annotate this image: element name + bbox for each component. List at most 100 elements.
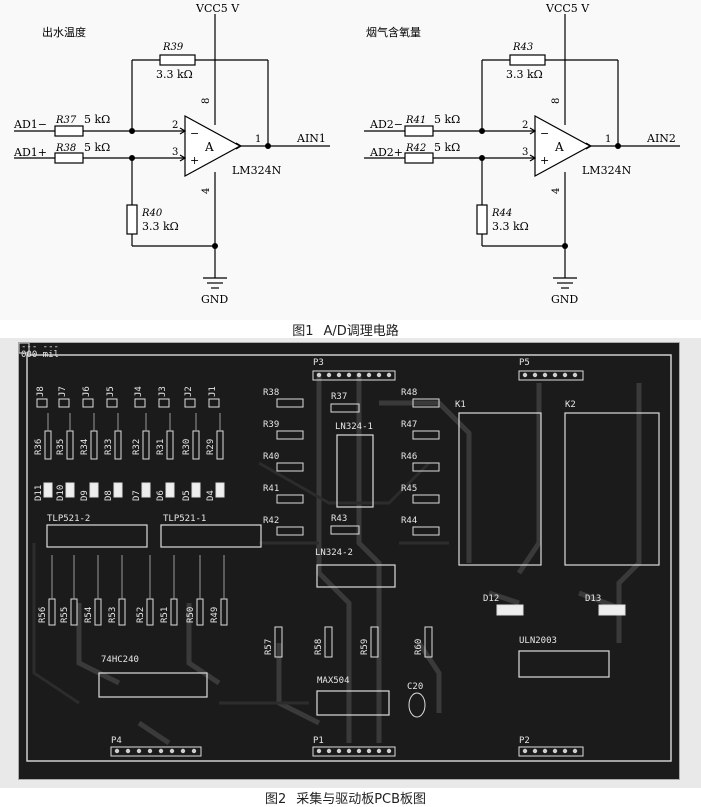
- diode-label: D7: [132, 490, 142, 501]
- right-rg-value: 3.3 kΩ: [492, 220, 529, 233]
- connector-p5-label: P5: [519, 358, 530, 368]
- figure1-schematic: 出水温度 VCC5 V R39 3.3 kΩ R37 5 kΩ R38 5 kΩ…: [0, 0, 701, 320]
- pad: [125, 748, 131, 754]
- resistor-r33: R33: [104, 413, 122, 460]
- resistor-label: R30: [182, 439, 192, 455]
- opto-1: TLP521-2: [46, 514, 148, 548]
- right-rin2-value: 5 kΩ: [434, 141, 460, 154]
- pad: [136, 748, 142, 754]
- resistor-label: R60: [414, 639, 424, 655]
- right-output-label: AIN2: [646, 132, 676, 145]
- resistor-r57: R57: [264, 626, 283, 658]
- resistor-r42: R42: [263, 516, 304, 536]
- pad: [532, 372, 538, 378]
- pad: [522, 748, 528, 754]
- resistor-label: R39: [263, 420, 279, 430]
- connector-p1: P1: [312, 736, 396, 757]
- pad: [562, 748, 568, 754]
- pad: [386, 372, 392, 378]
- resistor-r43-label: R43: [331, 514, 347, 524]
- opto-2: TLP521-1: [160, 514, 262, 548]
- ic-uln2003-label: ULN2003: [519, 636, 557, 646]
- jumper-label: J5: [106, 386, 116, 397]
- left-pin-plus: 3: [172, 147, 178, 158]
- resistor-label: R45: [401, 484, 417, 494]
- right-rf-value: 3.3 kΩ: [506, 68, 543, 81]
- pad: [532, 748, 538, 754]
- diode-d12: D12: [483, 594, 524, 616]
- resistor-label: R44: [401, 516, 417, 526]
- connector-p2: P2: [518, 736, 584, 757]
- pad: [346, 372, 352, 378]
- jumper-j1: J1: [208, 386, 220, 408]
- jumper-label: J6: [82, 386, 92, 397]
- pad: [366, 372, 372, 378]
- resistor-label: R31: [156, 439, 166, 455]
- right-pin-plus: 3: [522, 147, 528, 158]
- resistor-r46: R46: [401, 452, 440, 472]
- resistor-label: R49: [210, 607, 220, 623]
- right-opamp-part: LM324N: [582, 164, 632, 177]
- left-rin1-value: 5 kΩ: [84, 113, 110, 126]
- resistor-label: R29: [206, 439, 216, 455]
- pad: [191, 748, 197, 754]
- pad: [572, 748, 578, 754]
- left-rg-value: 3.3 kΩ: [142, 220, 179, 233]
- pad: [542, 372, 548, 378]
- connector-p4: P4: [110, 736, 202, 757]
- resistor-r49: R49: [210, 555, 228, 626]
- diode-d5: D5: [182, 482, 201, 501]
- resistor-r59: R59: [360, 626, 379, 658]
- left-rin1-label: R37: [55, 115, 77, 126]
- connector-p3: P3: [312, 358, 396, 381]
- pad: [336, 748, 342, 754]
- resistor-r35: R35: [56, 413, 74, 460]
- ic-uln2003: ULN2003: [518, 636, 610, 678]
- relay-k2-label: K2: [565, 400, 576, 410]
- jumper-label: J3: [158, 386, 168, 397]
- relay-k1: K1: [455, 400, 542, 566]
- right-pin-minus: 2: [522, 120, 528, 131]
- resistor-label: R41: [263, 484, 279, 494]
- right-circuit: 烟气含氧量 VCC5 V R43 3.3 kΩ R41 5 kΩ R42 5 k…: [363, 2, 681, 306]
- resistor-label: R33: [104, 439, 114, 455]
- right-minus-sign: −: [540, 127, 549, 140]
- left-opamp-letter: A: [204, 140, 214, 154]
- resistor-r37: R37: [330, 392, 360, 413]
- jumper-label: J4: [134, 386, 144, 397]
- capacitor-c20: C20: [407, 682, 426, 718]
- resistor-label: R36: [34, 439, 44, 455]
- capacitor-c20-label: C20: [407, 682, 423, 692]
- resistor-label: R38: [263, 388, 279, 398]
- right-in-minus: AD2−: [369, 118, 403, 131]
- resistor-r47: R47: [401, 420, 440, 440]
- jumper-label: J1: [208, 386, 218, 397]
- ic-ln324-1: LN324-1: [335, 422, 374, 508]
- pad: [386, 748, 392, 754]
- left-rin2-value: 5 kΩ: [84, 141, 110, 154]
- resistor-label: R57: [264, 639, 274, 655]
- diode-d11: D11: [34, 482, 53, 501]
- connector-p1-label: P1: [313, 736, 324, 746]
- resistor-r54: R54: [84, 555, 102, 626]
- pad: [316, 748, 322, 754]
- diode-label: D5: [182, 490, 192, 501]
- resistor-label: R50: [186, 607, 196, 623]
- pad: [346, 748, 352, 754]
- diode-d7: D7: [132, 482, 151, 501]
- resistor-r56: R56: [38, 555, 56, 626]
- ic-ln324-1-label: LN324-1: [335, 422, 373, 432]
- right-rg-label: R44: [491, 208, 512, 219]
- resistor-r29: R29: [206, 413, 224, 460]
- resistor-label: R48: [401, 388, 417, 398]
- resistor-label: R55: [60, 607, 70, 623]
- ic-max504-label: MAX504: [317, 676, 350, 686]
- pad: [336, 372, 342, 378]
- pcb-thin-traces: [32, 461, 449, 705]
- diode-d6: D6: [156, 482, 175, 501]
- resistor-r36: R36: [34, 413, 52, 460]
- pad: [522, 372, 528, 378]
